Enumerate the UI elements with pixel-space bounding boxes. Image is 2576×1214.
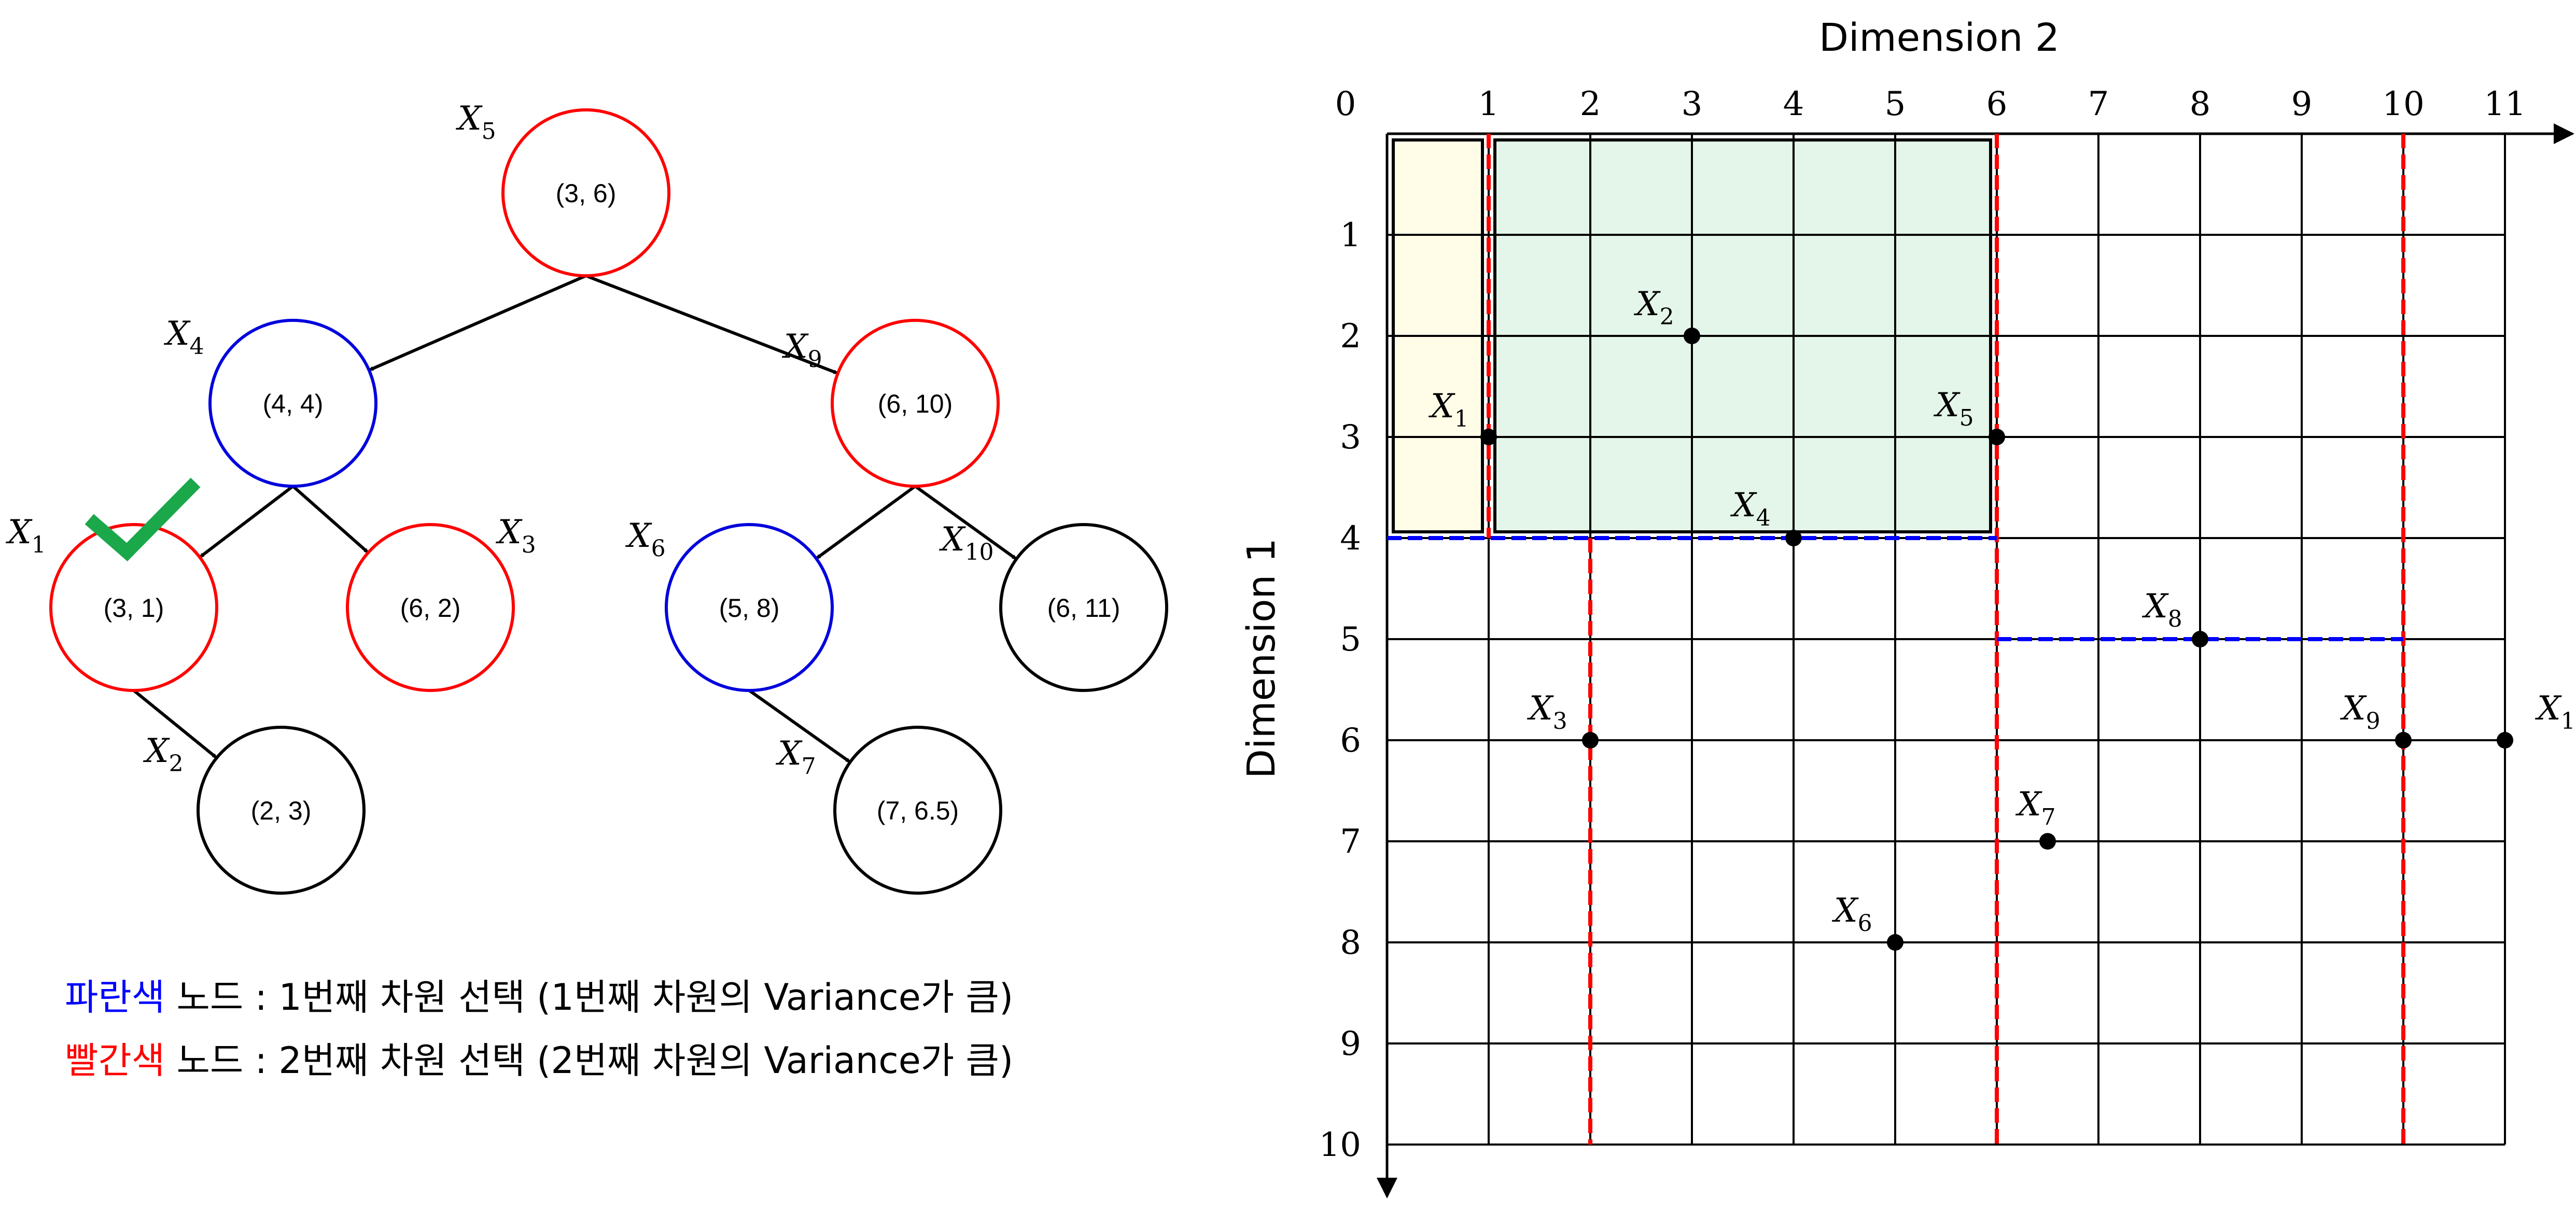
tree-edge-X1-X2	[133, 689, 218, 759]
tree-node-x4: (4, 4) X4	[163, 315, 377, 488]
y-axis-label: Dimension 1	[1239, 538, 1284, 779]
tree-node-x9: (6, 10) X9	[781, 319, 1000, 488]
x-tick-label: 4	[1783, 85, 1804, 123]
y-tick-label: 1	[1340, 216, 1361, 255]
x-tick-label: 3	[1682, 85, 1703, 123]
tree-node-label: X3	[495, 513, 536, 558]
legend-blue-term: 파란색	[65, 976, 165, 1019]
tree-node-label: X4	[163, 315, 204, 360]
tree-node-label: X6	[625, 517, 666, 562]
y-tick-label: 9	[1340, 1025, 1361, 1063]
tree-node-label: X1	[5, 513, 46, 558]
tree-node-value: (6, 11)	[1047, 594, 1121, 623]
tree-edge-X5-X4	[368, 274, 587, 372]
checkmark-icon	[85, 477, 201, 561]
y-tick-label: 7	[1340, 823, 1361, 861]
y-tick-label: 5	[1340, 620, 1361, 659]
tree-node-value: (3, 1)	[104, 594, 164, 623]
tree-node-x2: (2, 3) X2	[143, 726, 366, 895]
y-tick-label: 6	[1340, 722, 1361, 760]
tree-edge-X6-X7	[748, 689, 851, 764]
grid-point-x10: X10	[2497, 689, 2576, 749]
legend-blue-text: 노드 : 1번째 차원 선택 (1번째 차원의 Variance가 큼)	[165, 976, 1014, 1019]
tree-node-label: X2	[143, 732, 184, 777]
grid-point-x1: X1	[1428, 387, 1497, 445]
x-tick-label: 8	[2190, 85, 2211, 123]
point-dot	[1989, 429, 2005, 445]
tree-node-value: (2, 3)	[251, 796, 312, 825]
point-dot	[2039, 833, 2056, 850]
x-tick-label: 11	[2484, 85, 2526, 123]
tree-node-label: X5	[455, 100, 496, 145]
tree-node-label: X9	[781, 328, 822, 373]
tree-node-x6: (5, 8) X6	[625, 517, 834, 692]
tree-node-circle	[665, 523, 834, 692]
legend-red-line: 빨간색 노드 : 2번째 차원 선택 (2번째 차원의 Variance가 큼)	[65, 1032, 1013, 1084]
point-dot	[1480, 429, 1497, 445]
y-tick-label: 8	[1340, 924, 1361, 962]
point-dot	[1785, 530, 1802, 546]
point-label: X10	[2535, 689, 2576, 735]
legend-red-term: 빨간색	[65, 1039, 165, 1082]
tree-node-value: (4, 4)	[263, 389, 324, 418]
y-tick-label: 10	[1319, 1126, 1361, 1164]
point-label: X9	[2340, 689, 2381, 735]
point-dot	[2395, 732, 2412, 749]
point-dot	[1582, 732, 1599, 749]
x-tick-label: 2	[1580, 85, 1601, 123]
x-tick-label: 9	[2291, 85, 2313, 123]
point-label: X6	[1831, 892, 1872, 937]
point-dot	[2497, 732, 2513, 749]
tree-edge-X5-X9	[585, 274, 838, 375]
tree-node-circle	[208, 319, 377, 488]
point-dot	[1887, 934, 1903, 951]
x-tick-label: 6	[1986, 85, 2008, 123]
tree-node-circle	[833, 726, 1002, 895]
tree-node-circle	[49, 523, 218, 692]
y-tick-label: 2	[1340, 317, 1361, 356]
y-tick-label: 4	[1340, 519, 1361, 558]
tree-node-circle	[197, 726, 366, 895]
point-label: X8	[2141, 587, 2182, 632]
tree-node-value: (6, 2)	[400, 594, 461, 623]
tree-node-value: (6, 10)	[878, 389, 953, 418]
tree-node-x7: (7, 6.5) X7	[775, 726, 1002, 895]
tree-node-label: X7	[775, 735, 816, 780]
kd-tree: (3, 6) X5 (4, 4) X4 (6, 10) X9 (3, 1) X1 (6, 2) X…	[5, 100, 1168, 895]
y-tick-label: 3	[1340, 418, 1361, 457]
tree-node-circle	[346, 523, 515, 692]
x-tick-label: 1	[1478, 85, 1500, 123]
tree-edge-X9-X10	[914, 485, 1017, 560]
legend-red-text: 노드 : 2번째 차원 선택 (2번째 차원의 Variance가 큼)	[165, 1039, 1014, 1082]
point-label: X7	[2015, 785, 2056, 830]
x-tick-label: 5	[1885, 85, 1906, 123]
tree-edge-X4-X3	[292, 485, 370, 554]
legend-blue-line: 파란색 노드 : 1번째 차원 선택 (1번째 차원의 Variance가 큼)	[65, 968, 1013, 1021]
point-dot	[1684, 328, 1700, 344]
point-label: X3	[1527, 689, 1567, 735]
tree-node-value: (7, 6.5)	[877, 796, 959, 825]
tree-node-x1: (3, 1) X1	[5, 513, 218, 692]
x-axis-label: Dimension 2	[1819, 16, 2060, 60]
tree-node-value: (5, 8)	[719, 594, 780, 623]
tree-node-x10: (6, 11) X10	[939, 520, 1168, 692]
x-tick-label: 7	[2088, 85, 2109, 123]
tree-node-label: X10	[939, 520, 994, 566]
x-tick-label: 0	[1335, 85, 1356, 123]
tree-node-circle	[501, 108, 670, 277]
tree-node-x5: (3, 6) X5	[455, 100, 670, 277]
x-tick-label: 10	[2382, 85, 2424, 123]
tree-node-circle	[831, 319, 1000, 488]
tree-node-x3: (6, 2) X3	[346, 513, 536, 692]
grid-point-x7: X7	[2015, 785, 2056, 850]
point-dot	[2192, 631, 2208, 647]
tree-edge-X9-X6	[815, 485, 916, 560]
tree-node-circle	[999, 523, 1168, 692]
tree-edge-X4-X1	[199, 485, 294, 559]
tree-node-value: (3, 6)	[556, 179, 617, 208]
